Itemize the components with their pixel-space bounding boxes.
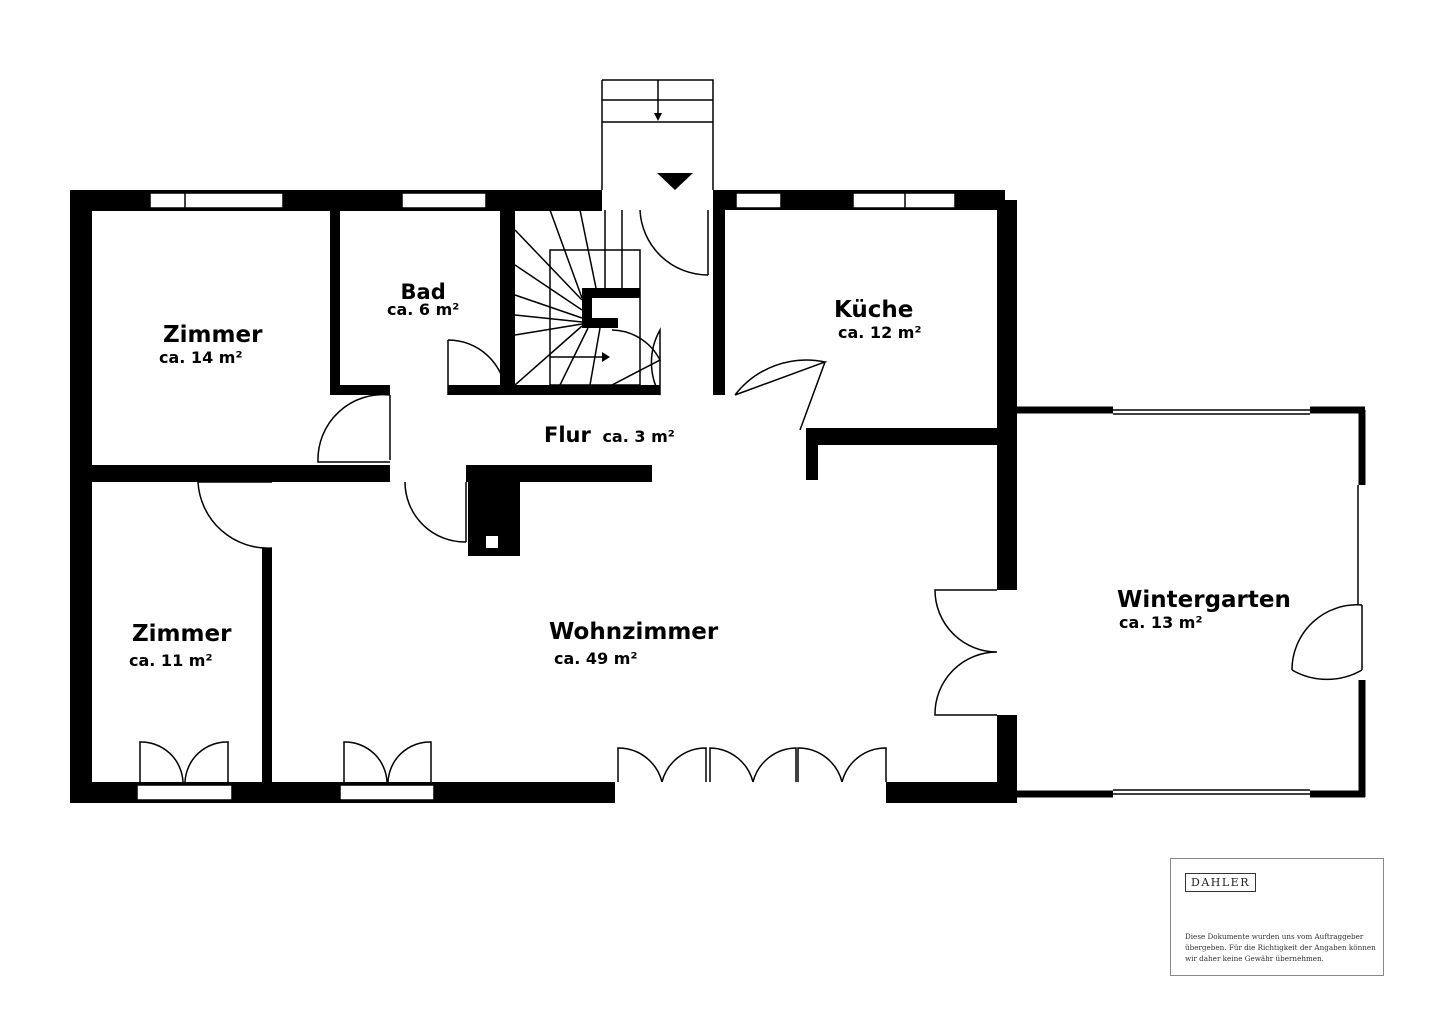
wintergarten-walls — [1017, 406, 1366, 798]
disclaimer-box: DAHLER Diese Dokumente wurden uns vom Au… — [1170, 858, 1384, 976]
room-name: Küche — [834, 297, 914, 323]
room-area: ca. 3 m² — [602, 427, 675, 446]
room-name: Zimmer — [163, 322, 263, 348]
room-kueche: Küche ca. 12 m² — [834, 297, 921, 342]
entrance-arrow-icon — [657, 173, 693, 190]
door-swings — [139, 79, 1363, 795]
walls — [70, 190, 1017, 803]
room-area: ca. 14 m² — [159, 348, 243, 367]
room-zimmer-2: Zimmer ca. 11 m² — [129, 621, 232, 670]
room-area: ca. 49 m² — [554, 649, 638, 668]
staircase — [514, 209, 641, 386]
room-flur: Flur ca. 3 m² — [544, 423, 675, 447]
room-area: ca. 12 m² — [838, 323, 922, 342]
room-area: ca. 13 m² — [1119, 613, 1203, 632]
room-name: Flur — [544, 423, 591, 447]
room-wohnzimmer: Wohnzimmer ca. 49 m² — [549, 619, 718, 668]
room-name: Zimmer — [132, 621, 232, 647]
room-name: Wintergarten — [1117, 587, 1291, 613]
room-wintergarten: Wintergarten ca. 13 m² — [1117, 587, 1291, 632]
room-bad: Bad ca. 6 m² — [387, 280, 459, 319]
dahler-logo: DAHLER — [1185, 873, 1256, 892]
stair-arrow-icon — [602, 352, 610, 362]
room-name: Bad — [400, 280, 446, 304]
windows — [136, 192, 956, 801]
disclaimer-text: Diese Dokumente wurden uns vom Auftragge… — [1185, 932, 1376, 963]
room-name: Wohnzimmer — [549, 619, 719, 645]
room-zimmer-1: Zimmer ca. 14 m² — [159, 322, 263, 367]
room-area: ca. 6 m² — [387, 300, 460, 319]
room-area: ca. 11 m² — [129, 651, 213, 670]
